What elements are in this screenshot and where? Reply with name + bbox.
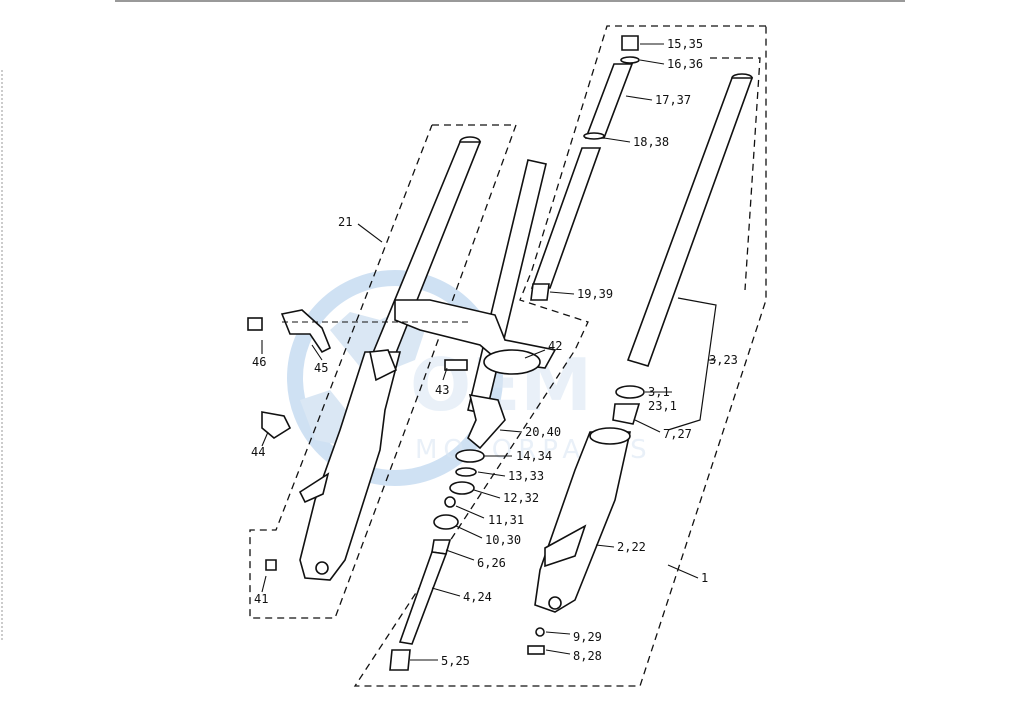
watermark-globe-land-2 <box>300 390 350 445</box>
left-group-outline <box>249 124 517 619</box>
leader-lines <box>261 43 717 661</box>
callout-14-34: 14,34 <box>516 449 552 463</box>
callout-12-32: 12,32 <box>503 491 539 505</box>
callout-6-26: 6,26 <box>477 556 506 570</box>
under-bracket-20 <box>467 393 506 450</box>
right-top-parts <box>530 35 640 301</box>
callout-41: 41 <box>254 592 268 606</box>
callout-1: 1 <box>701 571 708 585</box>
callout-2-22: 2,22 <box>617 540 646 554</box>
callout-44: 44 <box>251 445 265 459</box>
callout-45: 45 <box>314 361 328 375</box>
bracket-45 <box>280 309 332 354</box>
callout-16-36: 16,36 <box>667 57 703 71</box>
right-inner-tube <box>626 77 754 367</box>
callout-11-31: 11,31 <box>488 513 524 527</box>
callout-21: 21 <box>338 215 352 229</box>
spacer-17 <box>584 63 634 139</box>
clip-11 <box>444 496 456 508</box>
bracket-parts <box>247 309 332 571</box>
callout-3-23: 3,23 <box>709 353 738 367</box>
bolt-41 <box>265 559 277 571</box>
fork-spring <box>530 147 602 289</box>
right-fork-assembly <box>527 73 754 655</box>
damper-rod-4 <box>398 551 448 645</box>
callout-42: 42 <box>548 339 562 353</box>
right-caliper-mount <box>544 524 587 568</box>
spring-5 <box>389 649 411 671</box>
callout-20-40: 20,40 <box>525 425 561 439</box>
spring-end-19 <box>530 283 550 301</box>
steering-stem-assembly <box>389 159 557 671</box>
callout-23-1: 23,1 <box>648 399 677 413</box>
callout-15-35: 15,35 <box>667 37 703 51</box>
callout-9-29: 9,29 <box>573 630 602 644</box>
ring-13 <box>455 467 477 477</box>
bolt-43 <box>444 359 468 371</box>
callout-10-30: 10,30 <box>485 533 521 547</box>
left-outer-top-cap <box>369 349 398 382</box>
callout-3-1: 3,1 <box>648 385 670 399</box>
oring-16 <box>620 56 640 64</box>
outer-tube-outline <box>710 57 761 291</box>
ring-12 <box>449 481 475 495</box>
bushing-7 <box>612 403 641 425</box>
ring-14 <box>455 449 485 463</box>
callout-labels: 15,35 16,36 17,37 18,38 19,39 21 3,23 3,… <box>251 37 738 668</box>
washer-18 <box>583 132 605 140</box>
callout-13-33: 13,33 <box>508 469 544 483</box>
right-outer-top <box>589 427 631 445</box>
washer-9 <box>535 627 545 637</box>
callout-8-28: 8,28 <box>573 649 602 663</box>
left-caliper-mount <box>298 472 330 504</box>
stem-clamp-42 <box>483 349 541 375</box>
callout-46: 46 <box>252 355 266 369</box>
callout-18-38: 18,38 <box>633 135 669 149</box>
cap-bolt-15 <box>621 35 639 51</box>
bracket-44 <box>261 411 292 439</box>
left-outer-tube <box>299 351 402 581</box>
bolt-8 <box>527 645 545 655</box>
left-axle-boss <box>315 561 329 575</box>
callout-43: 43 <box>435 383 449 397</box>
bushing-3 <box>615 385 645 399</box>
right-outer-tube <box>534 431 631 613</box>
callout-19-39: 19,39 <box>577 287 613 301</box>
right-group-outline <box>353 25 767 687</box>
callout-4-24: 4,24 <box>463 590 492 604</box>
seal-10 <box>433 514 459 530</box>
callout-7-27: 7,27 <box>663 427 692 441</box>
callout-17-37: 17,37 <box>655 93 691 107</box>
bolt-46 <box>247 317 263 331</box>
callout-5-25: 5,25 <box>441 654 470 668</box>
right-axle-boss <box>548 596 562 610</box>
